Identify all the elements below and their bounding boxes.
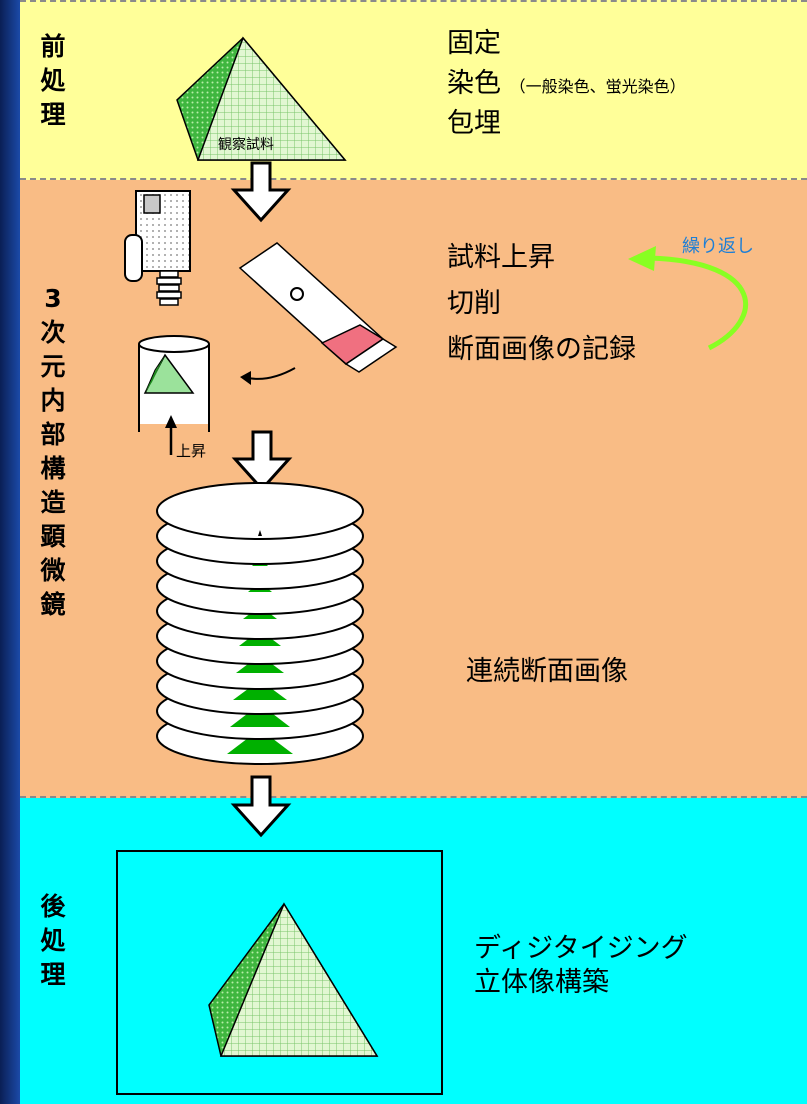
feed-arrow-icon (240, 367, 296, 385)
reconstructed-pyramid-icon (208, 902, 379, 1057)
step-record-image: 断面画像の記録 (447, 334, 636, 365)
left-gradient-edge (0, 0, 20, 1104)
reconstruction-frame (116, 850, 443, 1095)
rise-arrow-icon (165, 415, 177, 455)
step-digitizing: ディジタイジング (474, 933, 688, 964)
repeat-label: 繰り返し (682, 236, 754, 257)
postprocess-band (20, 798, 807, 1104)
microscope-band (20, 180, 807, 798)
stain-note: （一般染色、蛍光染色） (509, 77, 686, 96)
step-embed: 包埋 (447, 108, 501, 139)
cutting-blade-icon (238, 242, 398, 373)
serial-sections-label: 連続断面画像 (466, 656, 628, 687)
specimen-label: 観察試料 (218, 136, 274, 153)
step-fix: 固定 (447, 28, 501, 59)
microscope-label: 3次元内部構造顕微鏡 (40, 284, 66, 619)
down-arrow-icons (230, 161, 293, 838)
specimen-holder-icon (138, 335, 210, 432)
step-stain: 染色 (447, 68, 501, 99)
step-raise-specimen: 試料上昇 (447, 242, 555, 273)
serial-sections-stack (156, 482, 364, 765)
step-stain-row: 染色 （一般染色、蛍光染色） (447, 64, 686, 107)
repeat-arrow-icon (628, 246, 748, 351)
rise-label: 上昇 (176, 442, 207, 460)
step-3d-reconstruction: 立体像構築 (474, 967, 609, 998)
microscope-objective-icon (124, 190, 191, 306)
specimen-pyramid-icon (176, 36, 347, 161)
postprocess-label: 後処理 (40, 892, 66, 989)
step-cut: 切削 (447, 288, 501, 319)
preprocess-band (20, 0, 807, 180)
preprocess-label: 前処理 (40, 32, 66, 129)
